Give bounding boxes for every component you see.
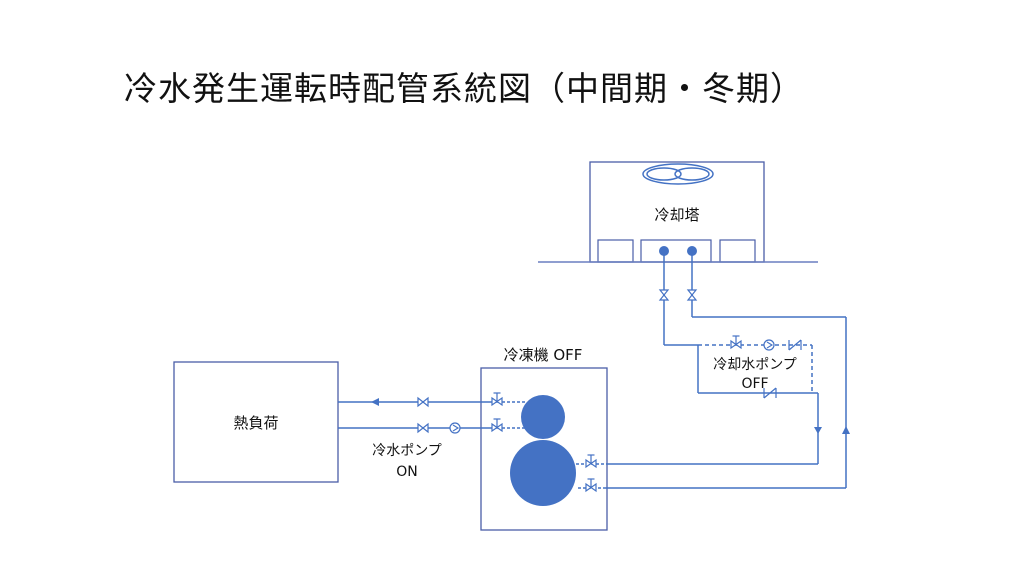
- chilled-water-pump-icon: [449, 422, 461, 434]
- cooling-tower-label: 冷却塔: [654, 206, 699, 224]
- chilled-pump-status: ON: [396, 464, 418, 480]
- page-title: 冷水発生運転時配管系統図（中間期・冬期）: [124, 69, 804, 108]
- chiller-label: 冷凍機 OFF: [504, 346, 583, 364]
- fan-icon: [642, 163, 714, 185]
- chilled-pump-label: 冷水ポンプ: [372, 443, 442, 459]
- cooling-pump-status: OFF: [741, 376, 768, 392]
- flow-arrow-down: [814, 427, 822, 434]
- chilled-water-piping: [338, 401, 527, 429]
- cooling-water-piping: [576, 251, 847, 489]
- heat-load-label: 熱負荷: [233, 414, 278, 432]
- chiller: 冷凍機 OFF: [480, 346, 608, 531]
- cooling-water-pump-icon: [763, 339, 775, 351]
- cooling-pump-label: 冷却水ポンプ: [713, 357, 797, 373]
- condenser: [510, 440, 576, 506]
- cooling-tower: 冷却塔: [538, 161, 818, 263]
- heat-load-box: 熱負荷: [173, 361, 339, 483]
- flow-arrow-up: [842, 426, 850, 434]
- evaporator: [521, 395, 565, 439]
- flow-arrow-left: [371, 398, 379, 406]
